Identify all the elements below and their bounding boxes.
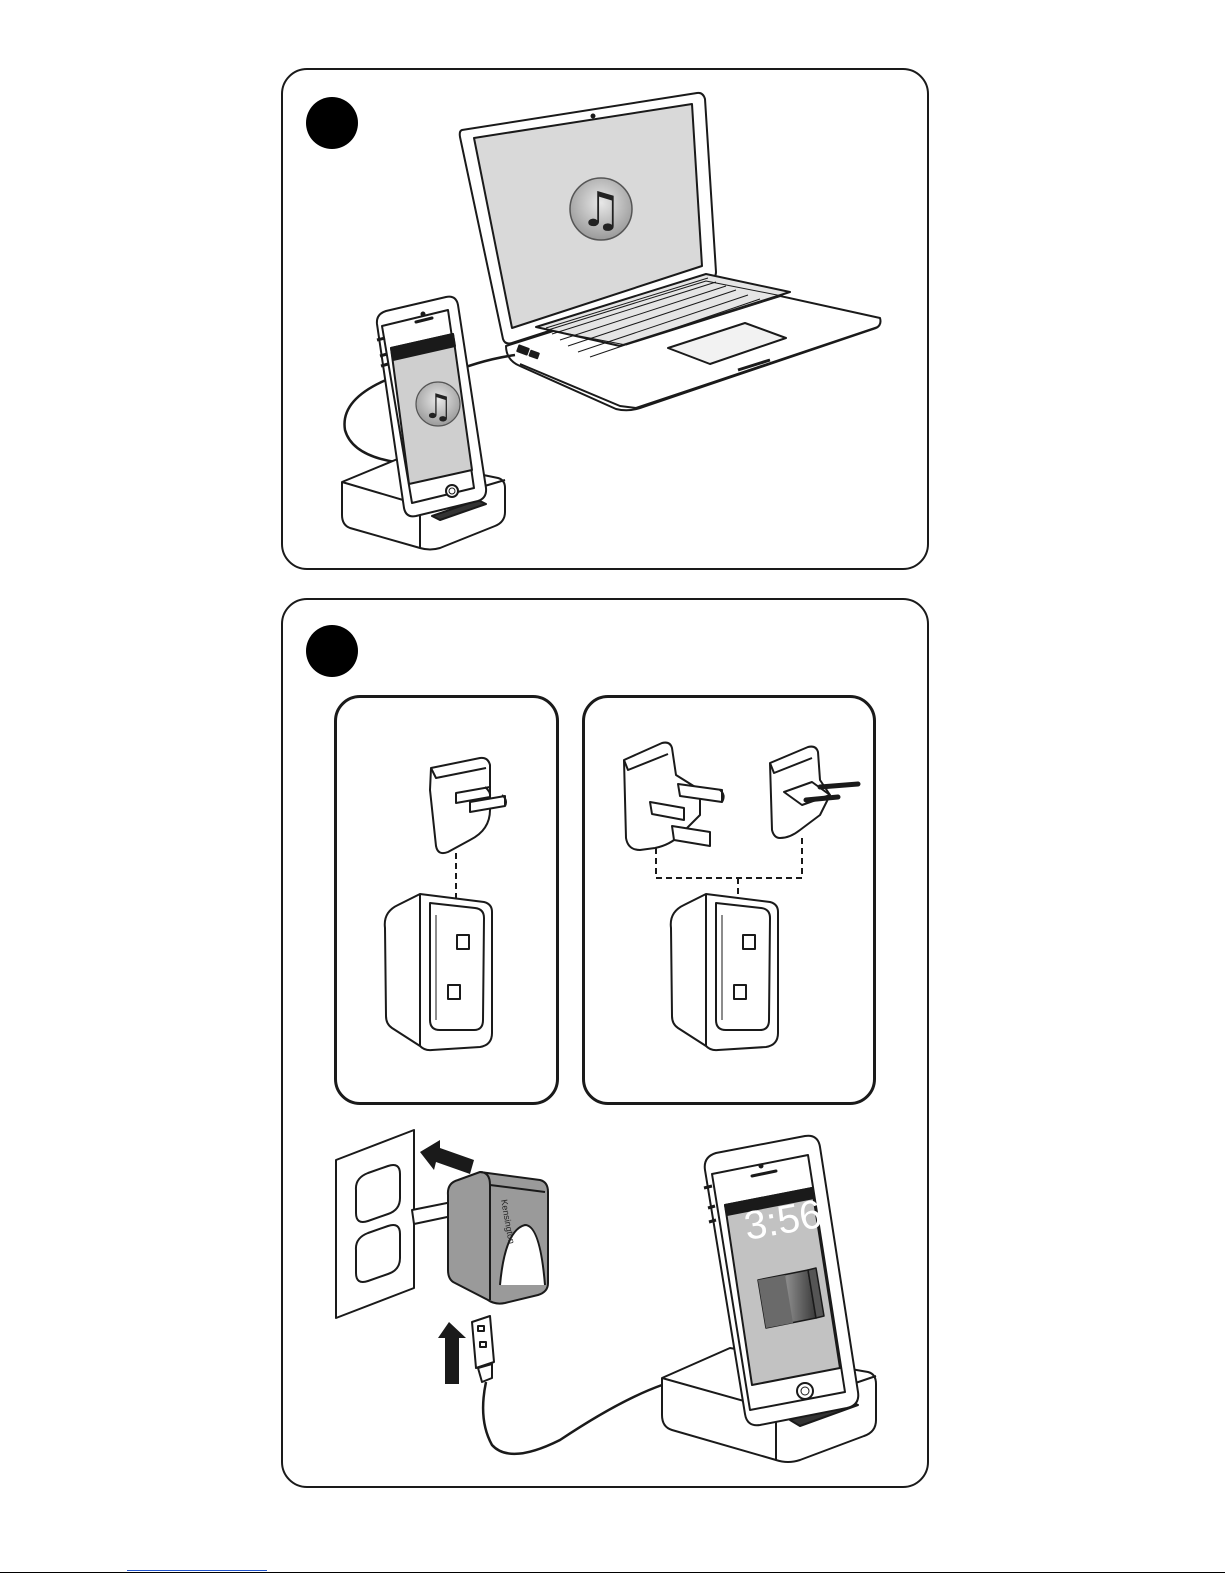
charger-body-1 — [385, 894, 492, 1050]
svg-text:♫: ♫ — [423, 387, 453, 427]
wall-charger: Kensington — [412, 1172, 548, 1304]
footer-link-underline — [127, 1570, 267, 1572]
svg-text:♫: ♫ — [579, 182, 622, 238]
usb-connector — [472, 1316, 662, 1454]
music-app-icon: ♫ — [570, 178, 632, 240]
us-plug-adapter — [430, 758, 506, 853]
wall-outlet — [336, 1130, 414, 1318]
laptop — [460, 93, 881, 410]
eu-plug-adapter — [770, 747, 858, 838]
music-app-icon: ♫ — [416, 382, 460, 427]
uk-plug-adapter — [624, 743, 724, 850]
charger-body-2 — [671, 894, 778, 1050]
footer-rule — [0, 1572, 1225, 1573]
